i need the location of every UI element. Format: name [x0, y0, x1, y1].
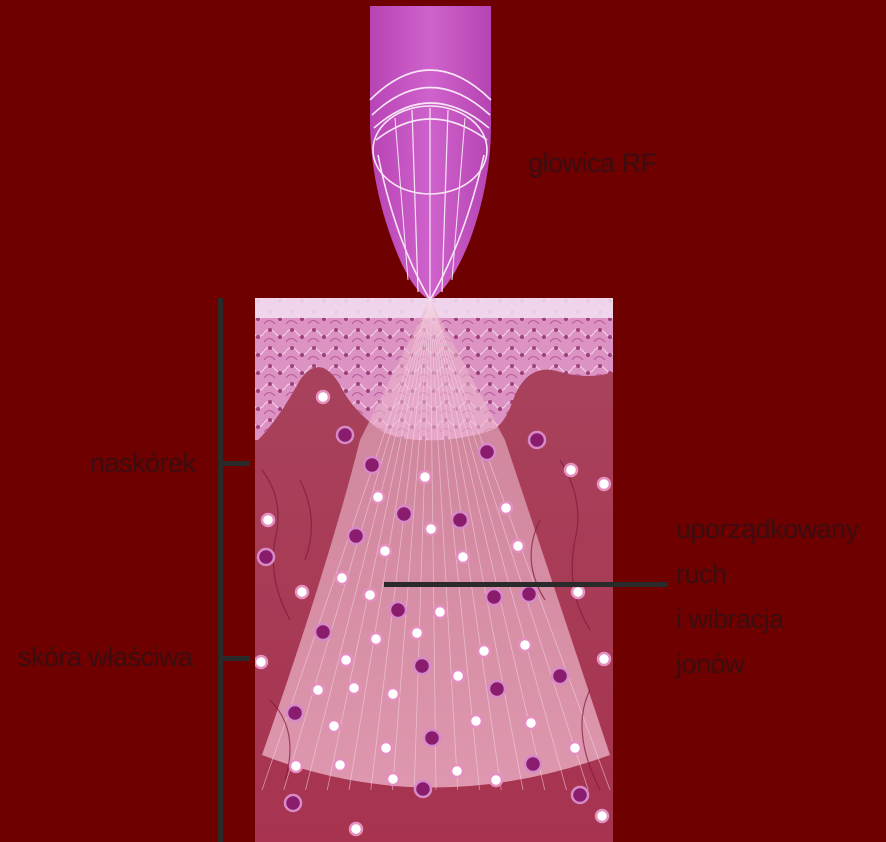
ion-cell: [452, 512, 468, 528]
layer-bracket: [218, 298, 250, 842]
ion-cell: [380, 742, 392, 754]
ion-cell: [415, 781, 431, 797]
ion-cell: [565, 464, 577, 476]
ion-cell: [348, 682, 360, 694]
ion-cell: [414, 658, 430, 674]
dermis-pointer: [218, 656, 250, 661]
ion-cell: [296, 586, 308, 598]
ion-cell: [521, 586, 537, 602]
ion-cell: [411, 627, 423, 639]
ion-cell: [424, 730, 440, 746]
ion-cell: [312, 684, 324, 696]
ion-cell: [572, 586, 584, 598]
ion-cell: [598, 653, 610, 665]
ion-cell: [364, 457, 380, 473]
ion-cell: [572, 787, 588, 803]
ion-cell: [336, 572, 348, 584]
ion-cell: [390, 602, 406, 618]
ions-pointer: [384, 582, 668, 587]
ions-label: uporządkowany ruch i wibracja jonów: [676, 507, 859, 687]
ion-cell: [387, 688, 399, 700]
ion-cell: [512, 540, 524, 552]
ion-cell: [348, 528, 364, 544]
ion-cell: [340, 654, 352, 666]
ion-cell: [328, 720, 340, 732]
ion-cell: [337, 427, 353, 443]
ion-cell: [262, 514, 274, 526]
ion-cell: [479, 444, 495, 460]
ion-cell: [372, 491, 384, 503]
ion-cell: [478, 645, 490, 657]
ion-cell: [486, 589, 502, 605]
ion-cell: [500, 502, 512, 514]
ion-cell: [596, 810, 608, 822]
rf-probe-icon: [370, 6, 491, 300]
skin-cross-section: [255, 298, 613, 842]
ion-cell: [396, 506, 412, 522]
ion-cell: [425, 523, 437, 535]
ion-cell: [519, 639, 531, 651]
ion-cell: [290, 760, 302, 772]
ion-cell: [598, 478, 610, 490]
ion-cell: [285, 795, 301, 811]
ion-cell: [470, 715, 482, 727]
ion-cell: [490, 774, 502, 786]
epidermis-pointer: [218, 461, 250, 466]
ion-cell: [451, 765, 463, 777]
ion-cell: [457, 551, 469, 563]
ion-cell: [370, 633, 382, 645]
ion-cell: [529, 432, 545, 448]
dermis-label: skóra właściwa: [18, 644, 193, 671]
ion-cell: [364, 589, 376, 601]
ion-cell: [452, 670, 464, 682]
ion-cell: [419, 471, 431, 483]
ion-cell: [569, 742, 581, 754]
epidermis-label: naskórek: [90, 450, 196, 477]
ion-cell: [334, 759, 346, 771]
ion-cell: [287, 705, 303, 721]
ion-cell: [525, 756, 541, 772]
ion-cell: [350, 823, 362, 835]
ion-cell: [525, 717, 537, 729]
probe-label: głowica RF: [528, 150, 657, 177]
ion-cell: [387, 773, 399, 785]
ion-cell: [255, 656, 267, 668]
ion-cell: [489, 681, 505, 697]
ion-cell: [258, 549, 274, 565]
ion-cell: [315, 624, 331, 640]
ion-cell: [434, 606, 446, 618]
ion-cell: [552, 668, 568, 684]
ion-cell: [379, 545, 391, 557]
ion-cell: [317, 391, 329, 403]
